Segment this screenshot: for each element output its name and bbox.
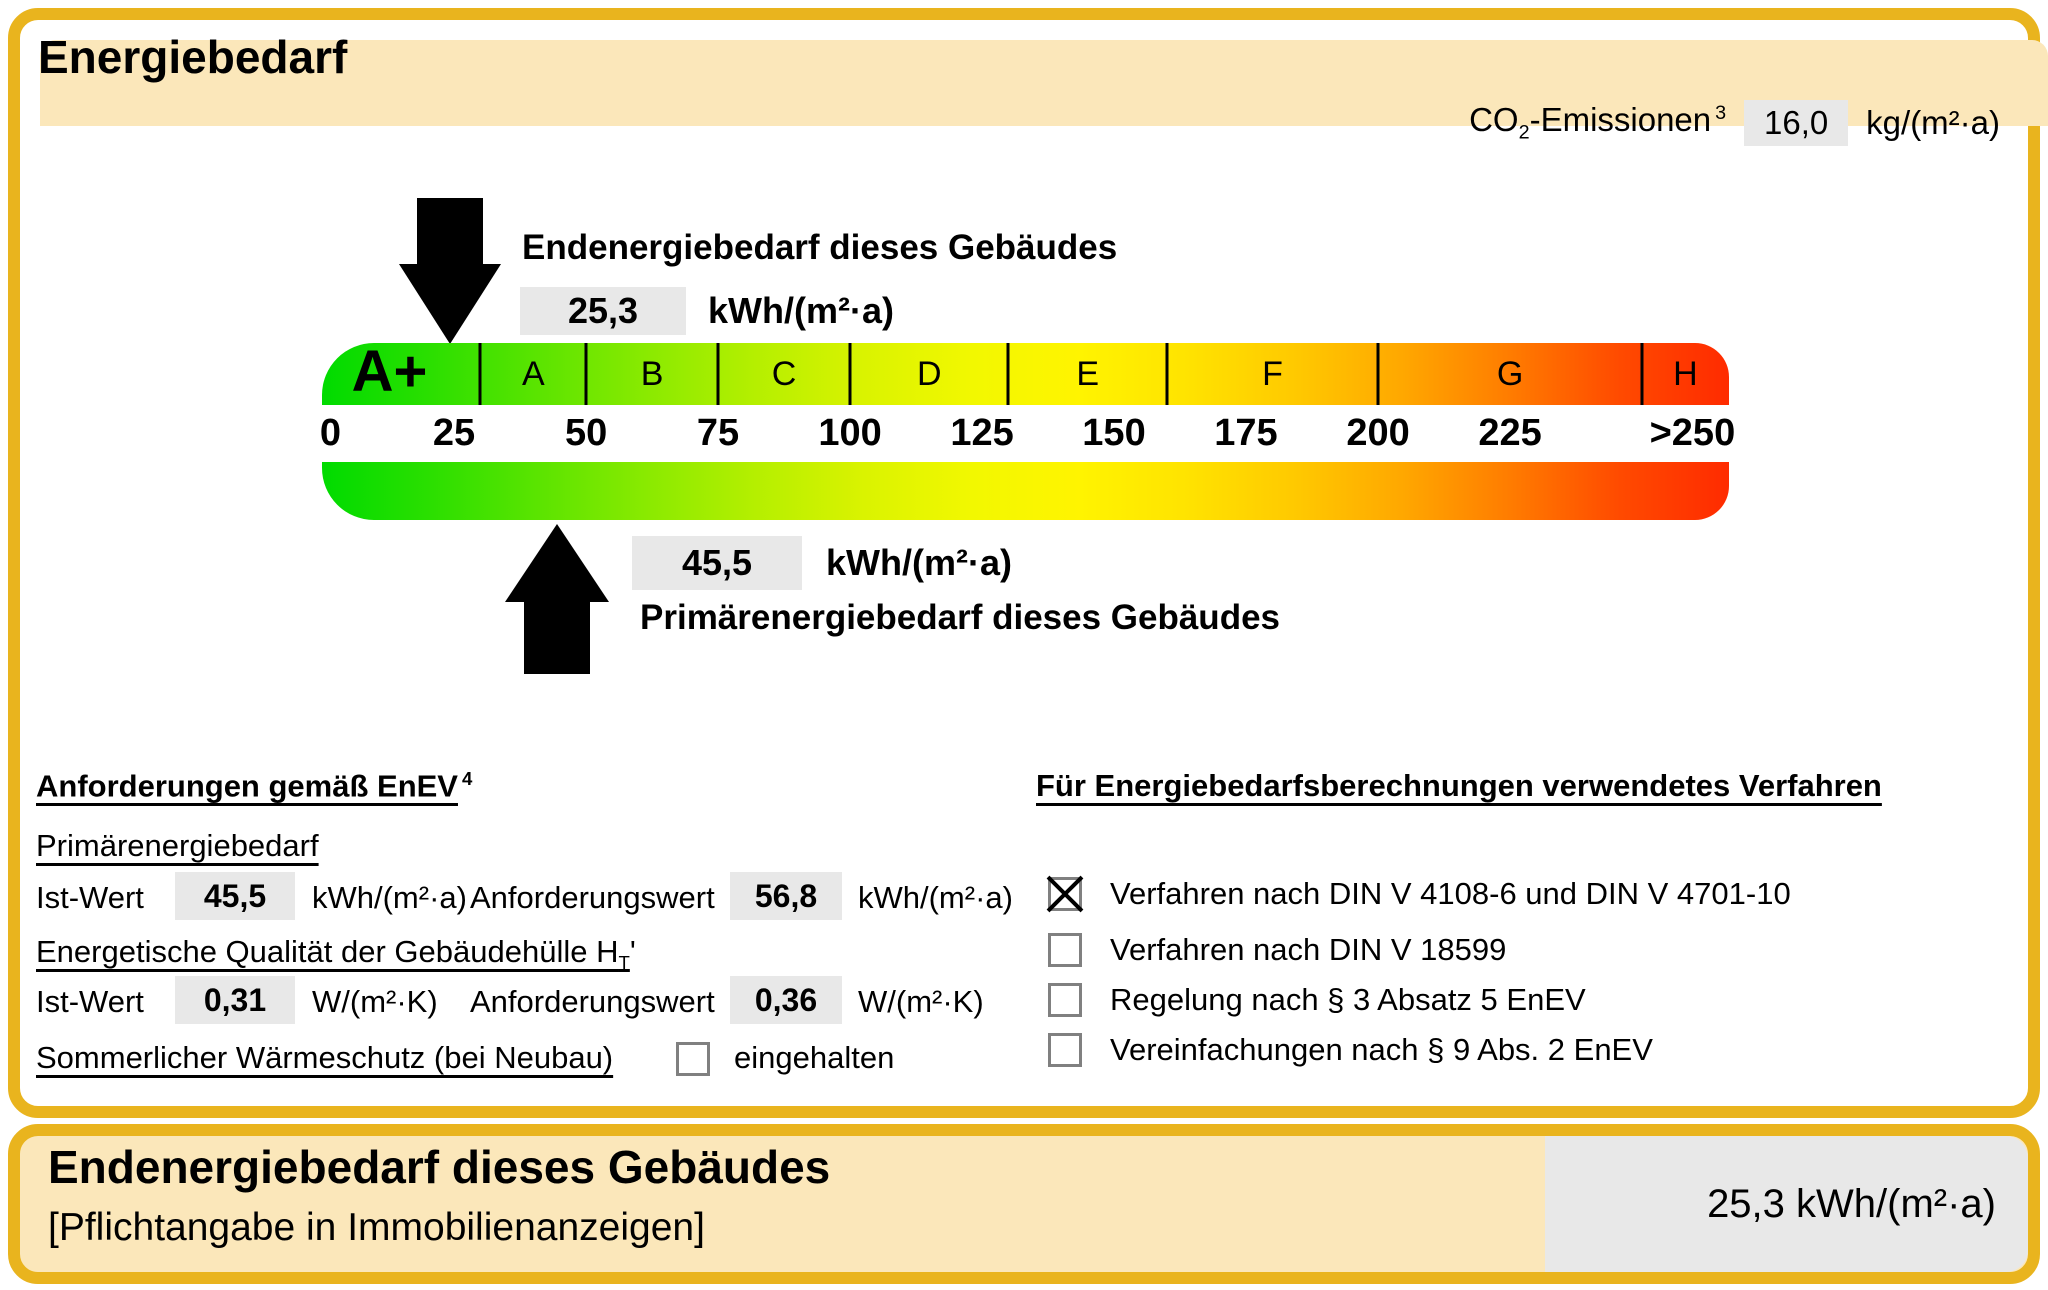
method-checkbox-unchecked[interactable] <box>1048 933 1082 967</box>
scale-divider <box>1640 343 1644 405</box>
energy-demand-section <box>8 8 2048 1118</box>
footer-title: Endenergiebedarf dieses Gebäudes <box>48 1141 831 1193</box>
scale-class-H: H <box>1673 355 1698 393</box>
primary-ist-unit: kWh/(m²·a) <box>312 880 467 915</box>
scale-class-G: G <box>1496 355 1524 393</box>
envelope-req-label: Anforderungswert <box>470 984 715 1019</box>
scale-class-E: E <box>1076 355 1100 393</box>
method-item-label: Verfahren nach DIN V 4108-6 und DIN V 47… <box>1110 876 1791 911</box>
envelope-ist-value-box: 0,31 <box>175 976 295 1024</box>
primary-req-label: Anforderungswert <box>470 880 715 915</box>
scale-tick-175: 175 <box>1214 412 1278 454</box>
end-energy-value-row: 25,3 kWh/(m²·a) <box>520 287 894 335</box>
scale-divider <box>1376 343 1380 405</box>
primary-demand-subheading: Primärenergiebedarf <box>36 828 319 863</box>
method-item: Regelung nach § 3 Absatz 5 EnEV <box>1048 978 1586 1022</box>
scale-divider <box>1006 343 1010 405</box>
method-item-label: Verfahren nach DIN V 18599 <box>1110 932 1507 967</box>
primary-req-value-box: 56,8 <box>730 872 842 920</box>
footer-value-panel: 25,3 kWh/(m²·a) <box>1545 1136 2028 1272</box>
scale-class-B: B <box>640 355 664 393</box>
end-energy-arrow-icon <box>399 264 501 344</box>
primary-req-unit: kWh/(m²·a) <box>858 880 1013 915</box>
primary-ist-label: Ist-Wert <box>36 880 144 915</box>
method-item: Vereinfachungen nach § 9 Abs. 2 EnEV <box>1048 1028 1653 1072</box>
footer-subtitle: [Pflichtangabe in Immobilienanzeigen] <box>48 1206 705 1249</box>
method-item: Verfahren nach DIN V 18599 <box>1048 928 1506 972</box>
scale-divider <box>478 343 482 405</box>
end-energy-unit: kWh/(m²·a) <box>708 290 894 331</box>
scale-divider <box>584 343 588 405</box>
scale-class-A+: A+ <box>351 339 428 404</box>
primary-energy-unit: kWh/(m²·a) <box>826 542 1012 583</box>
scale-divider <box>848 343 852 405</box>
scale-tick-50: 50 <box>564 412 608 454</box>
method-item-label: Regelung nach § 3 Absatz 5 EnEV <box>1110 982 1586 1017</box>
method-checkbox-checked[interactable] <box>1048 877 1082 911</box>
scale-class-A: A <box>521 355 545 393</box>
end-energy-arrow-shaft <box>417 198 483 266</box>
energy-gradient-band <box>322 462 1729 520</box>
envelope-req-value-box: 0,36 <box>730 976 842 1024</box>
section-header-band <box>40 40 2048 126</box>
primary-energy-arrow-shaft <box>524 600 590 674</box>
primary-energy-value-box: 45,5 <box>632 536 802 590</box>
primary-ist-value-box: 45,5 <box>175 872 295 920</box>
scale-divider <box>716 343 720 405</box>
scale-tick-100: 100 <box>818 412 882 454</box>
summer-heat-checkbox[interactable] <box>676 1042 710 1076</box>
footer-value: 25,3 kWh/(m²·a) <box>1707 1181 1996 1226</box>
envelope-ist-label: Ist-Wert <box>36 984 144 1019</box>
scale-tick-0: 0 <box>319 412 342 454</box>
method-checkbox-unchecked[interactable] <box>1048 1033 1082 1067</box>
scale-tick-225: 225 <box>1478 412 1542 454</box>
envelope-req-unit: W/(m²·K) <box>858 984 984 1019</box>
end-energy-caption: Endenergiebedarf dieses Gebäudes <box>522 228 1118 267</box>
scale-divider <box>1165 343 1169 405</box>
method-item-label: Vereinfachungen nach § 9 Abs. 2 EnEV <box>1110 1032 1653 1067</box>
method-heading: Für Energiebedarfsberechnungen verwendet… <box>1036 768 1882 803</box>
scale-tick-75: 75 <box>696 412 740 454</box>
scale-class-C: C <box>771 355 797 393</box>
primary-energy-caption: Primärenergiebedarf dieses Gebäudes <box>640 598 1280 637</box>
envelope-ist-unit: W/(m²·K) <box>312 984 438 1019</box>
scale-tick-150: 150 <box>1082 412 1146 454</box>
scale-class-F: F <box>1262 355 1283 393</box>
summer-heat-subheading: Sommerlicher Wärmeschutz (bei Neubau) <box>36 1040 614 1075</box>
co2-footnote: 3 <box>1715 102 1727 125</box>
scale-tick-row: 0 25 50 75 100 125 150 175 200 225 >250 <box>319 405 1735 462</box>
co2-unit: kg/(m²·a) <box>1866 104 2000 141</box>
scale-tick-25: 25 <box>432 412 476 454</box>
method-checkbox-unchecked[interactable] <box>1048 983 1082 1017</box>
primary-energy-value-row: 45,5 kWh/(m²·a) <box>632 536 1012 590</box>
page-title: Energiebedarf <box>38 31 348 83</box>
method-item: Verfahren nach DIN V 4108-6 und DIN V 47… <box>1048 872 1791 916</box>
scale-tick-125: 125 <box>950 412 1014 454</box>
requirements-footnote: 4 <box>461 768 473 789</box>
scale-tick->250: >250 <box>1649 412 1736 454</box>
scale-tick-200: 200 <box>1346 412 1410 454</box>
envelope-quality-subheading: Energetische Qualität der Gebäudehülle H… <box>36 934 636 974</box>
primary-energy-arrow-icon <box>505 524 609 602</box>
scale-class-D: D <box>916 355 942 393</box>
summer-heat-checkbox-label: eingehalten <box>734 1040 895 1075</box>
end-energy-value-box: 25,3 <box>520 287 686 335</box>
co2-value-box: 16,0 <box>1744 100 1849 146</box>
